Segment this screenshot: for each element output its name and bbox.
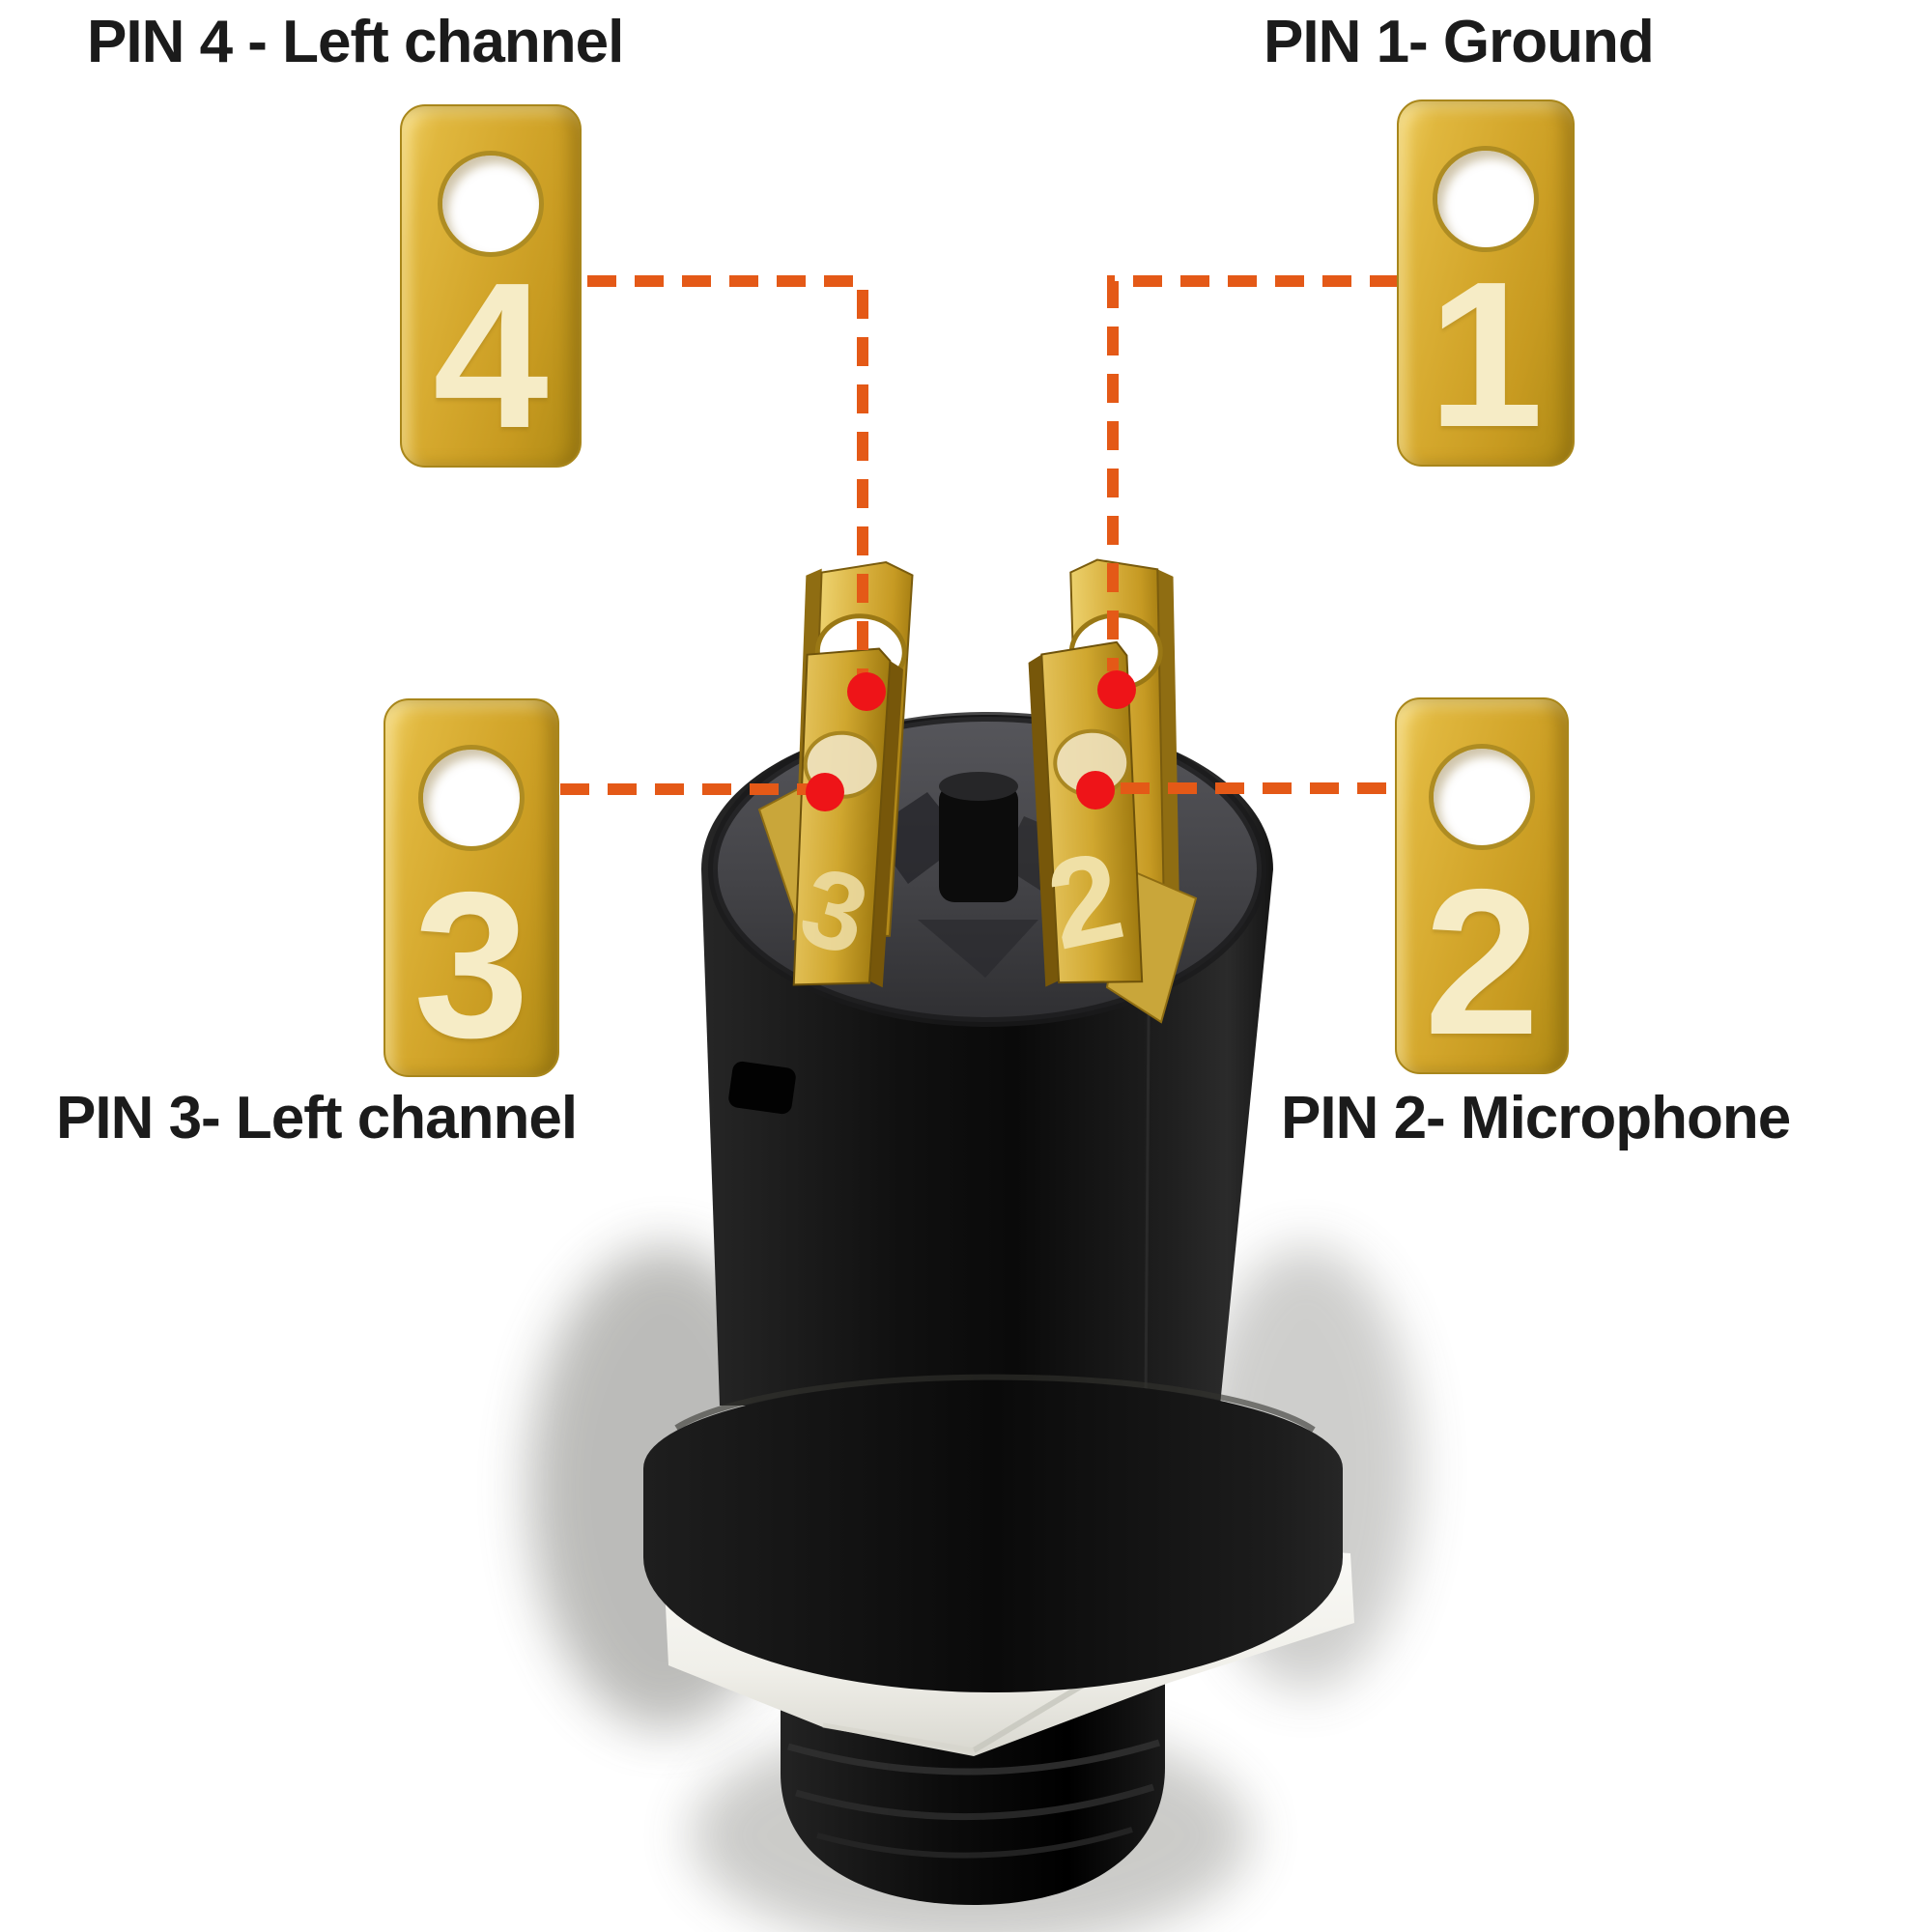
label-pin3: PIN 3- Left channel <box>56 1085 578 1151</box>
solder-dot-pin3 <box>806 773 844 811</box>
terminal-tab-pin2: 2 <box>1395 697 1569 1074</box>
body-slot <box>728 1061 796 1115</box>
blade-pin3: 3 <box>788 647 903 988</box>
center-post <box>939 772 1018 902</box>
solder-dot-pin4 <box>847 672 886 711</box>
tab-hole <box>1429 744 1535 850</box>
tab-numeral-2: 2 <box>1424 844 1540 1078</box>
tab-hole <box>1433 146 1539 252</box>
mounting-flange <box>643 1374 1343 1692</box>
blade-pin2: 2 <box>1028 640 1144 987</box>
terminal-tab-pin4: 4 <box>400 104 582 468</box>
tab-hole <box>418 745 525 851</box>
tab-hole <box>438 151 544 257</box>
leader-line-pin4 <box>587 275 868 676</box>
label-pin2: PIN 2- Microphone <box>1281 1085 1791 1151</box>
terminal-tab-pin3: 3 <box>384 698 559 1077</box>
tab-numeral-1: 1 <box>1428 237 1544 470</box>
leader-line-pin1 <box>1107 275 1399 671</box>
solder-dots <box>806 670 1136 811</box>
leader-lines <box>560 275 1399 795</box>
tab-numeral-4: 4 <box>433 238 549 471</box>
label-pin4: PIN 4 - Left channel <box>87 9 624 75</box>
tab-numeral-3: 3 <box>413 847 529 1081</box>
solder-dot-pin1 <box>1097 670 1136 709</box>
label-pin1: PIN 1- Ground <box>1264 9 1655 75</box>
solder-dot-pin2 <box>1076 771 1115 810</box>
terminal-tab-pin1: 1 <box>1397 99 1575 467</box>
